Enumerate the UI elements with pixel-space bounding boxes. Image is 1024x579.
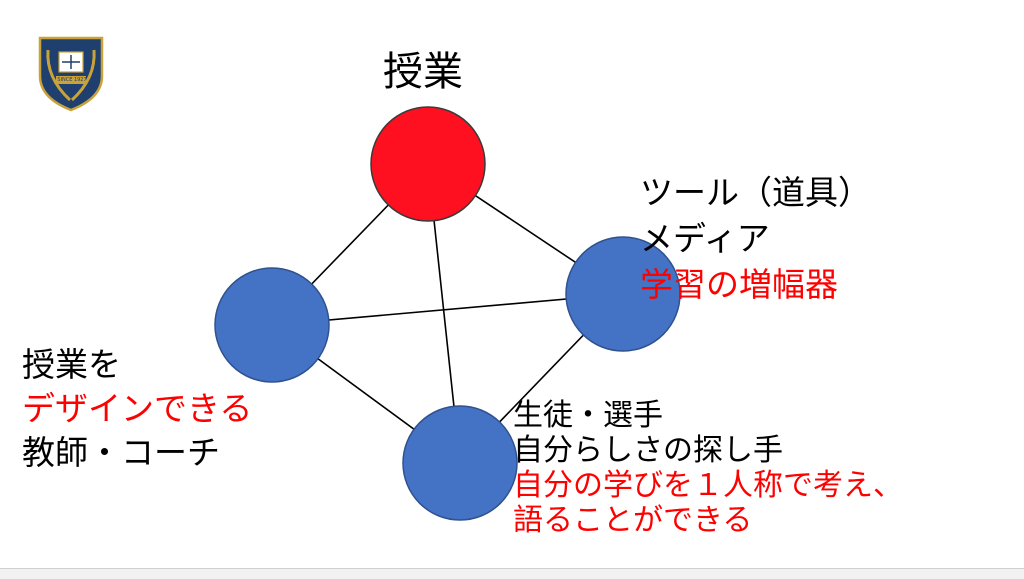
node-left-line-2: デザインできる [22, 389, 253, 428]
node-right-line-2: メディア [640, 219, 770, 258]
node-left-label: 授業を デザインできる 教師・コーチ [22, 343, 252, 475]
node-bottom-circle [402, 405, 518, 521]
node-right-line-3: 学習の増幅器 [640, 265, 838, 304]
node-bottom-line-3: 自分の学びを１人称で考え、 [513, 468, 903, 503]
edge-left-right [271, 293, 624, 326]
node-top-label: 授業 [383, 49, 463, 95]
node-left-line-1: 授業を [22, 345, 121, 384]
node-top-circle [370, 106, 486, 222]
node-left-circle [214, 267, 330, 383]
school-crest-icon [38, 36, 104, 112]
node-left-line-3: 教師・コーチ [22, 433, 220, 472]
node-bottom-line-1: 生徒・選手 [513, 398, 663, 433]
node-right-label: ツール（道具） メディア 学習の増幅器 [640, 170, 871, 308]
bottom-bar [0, 568, 1024, 579]
node-bottom-label: 生徒・選手 自分らしさの探し手 自分の学びを１人称で考え、 語ることができる [513, 398, 903, 538]
node-right-circle [565, 236, 681, 352]
node-bottom-line-2: 自分らしさの探し手 [513, 433, 783, 468]
node-right-line-1: ツール（道具） [640, 173, 871, 212]
node-bottom-line-4: 語ることができる [513, 503, 753, 538]
crest-motto: SINCE 1927 [57, 77, 87, 83]
